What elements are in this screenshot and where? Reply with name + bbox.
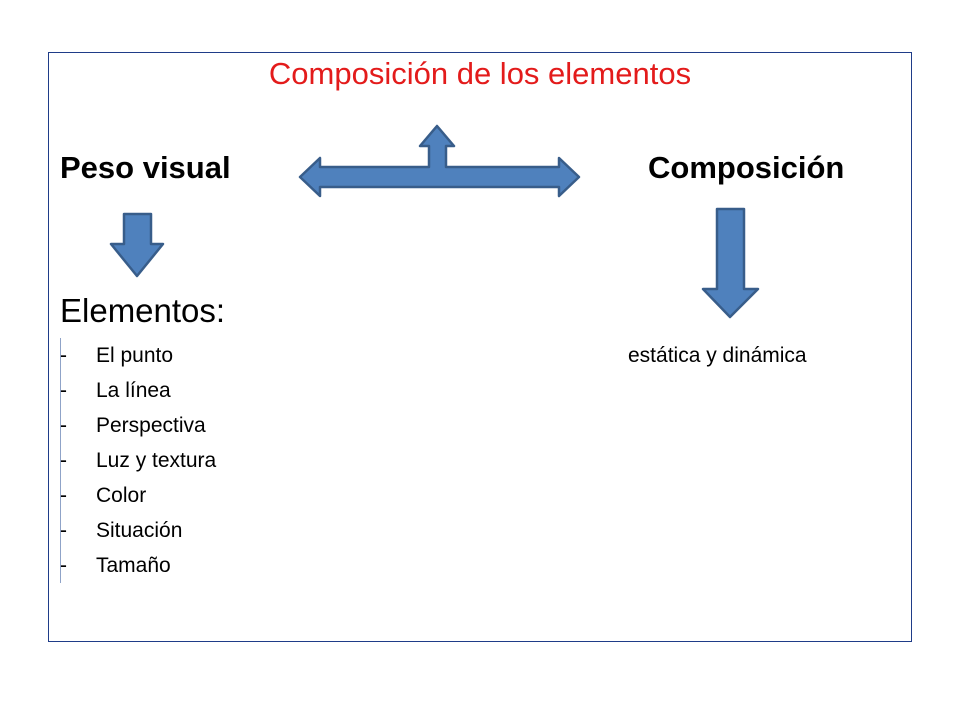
list-item: -Perspectiva <box>60 414 206 437</box>
left-heading: Peso visual <box>60 150 231 185</box>
composition-types: estática y dinámica <box>628 344 807 367</box>
list-item: -Luz y textura <box>60 449 217 472</box>
down-arrow-icon <box>109 212 165 278</box>
elements-heading: Elementos: <box>60 292 226 329</box>
tri-directional-arrow-icon <box>298 124 581 198</box>
slide-title: Composición de los elementos <box>268 56 692 91</box>
list-item: -Tamaño <box>60 554 171 577</box>
elements-list: -El punto -La línea -Perspectiva -Luz y … <box>60 338 216 583</box>
down-arrow-icon <box>701 207 760 319</box>
list-item: -Color <box>60 484 147 507</box>
list-item: -La línea <box>60 379 171 402</box>
right-heading: Composición <box>648 150 845 185</box>
list-item: -Situación <box>60 519 183 542</box>
list-item: -El punto <box>60 344 174 367</box>
slide-frame <box>48 52 912 642</box>
